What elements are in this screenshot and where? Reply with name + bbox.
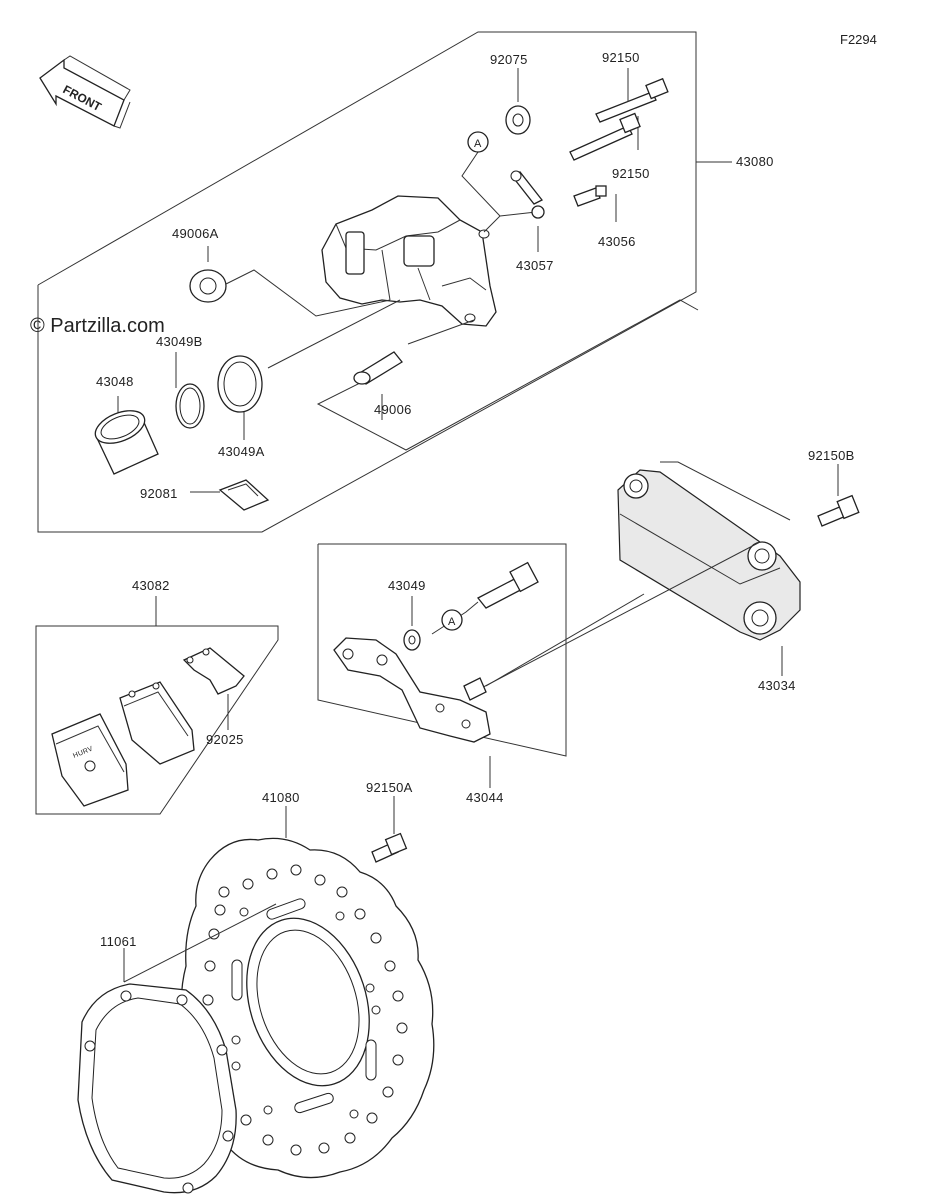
label-43049B: 43049B <box>156 334 203 349</box>
label-43049A: 43049A <box>218 444 265 459</box>
part-92075-seal <box>505 105 531 135</box>
part-49006-pin <box>353 351 403 385</box>
part-92150B-bolt <box>817 494 860 527</box>
part-43034-bracket <box>617 469 801 641</box>
diagram-ref: F2294 <box>840 32 877 47</box>
part-brake-pad-right <box>119 681 195 765</box>
part-43044-torque-arm <box>333 637 491 743</box>
svg-text:A: A <box>448 616 456 628</box>
label-43082: 43082 <box>132 578 170 593</box>
part-brake-pad-left: HURV <box>51 713 129 807</box>
label-49006A: 49006A <box>172 226 219 241</box>
label-43048: 43048 <box>96 374 134 389</box>
caliper-assembly-outline <box>37 31 697 533</box>
reference-a-lower: A <box>441 609 463 631</box>
label-92150-mid: 92150 <box>612 166 650 181</box>
label-43057: 43057 <box>516 258 554 273</box>
part-92025-spring <box>182 647 245 695</box>
part-92081-spring <box>218 479 270 511</box>
part-92150-bolt-mid <box>569 112 641 161</box>
bracket-assembly-outline <box>317 543 567 757</box>
watermark: © Partzilla.com <box>30 315 165 337</box>
part-43056-bleeder <box>573 185 607 207</box>
part-43057-link <box>510 170 545 219</box>
part-92150-bolt-top <box>595 77 669 123</box>
label-92150A: 92150A <box>366 780 413 795</box>
label-43034: 43034 <box>758 678 796 693</box>
part-43049A-seal <box>217 355 263 413</box>
part-92150A-bolt <box>371 832 408 863</box>
label-49006: 49006 <box>374 402 412 417</box>
label-92075: 92075 <box>490 52 528 67</box>
label-43044: 43044 <box>466 790 504 805</box>
part-49006A-boot <box>189 269 227 303</box>
label-92150B: 92150B <box>808 448 855 463</box>
label-41080: 41080 <box>262 790 300 805</box>
label-43049: 43049 <box>388 578 426 593</box>
label-92150-top: 92150 <box>602 50 640 65</box>
label-92081: 92081 <box>140 486 178 501</box>
part-43049-washer <box>403 629 421 651</box>
front-arrow-icon: FRONT <box>39 55 131 129</box>
label-43080: 43080 <box>736 154 774 169</box>
caliper-body <box>321 195 497 327</box>
part-43049B-ring <box>175 383 205 429</box>
label-11061: 11061 <box>100 934 137 949</box>
pad-set-outline <box>35 625 279 815</box>
reference-a-upper: A <box>467 131 489 153</box>
label-92025: 92025 <box>206 732 244 747</box>
part-43048-piston <box>94 410 159 475</box>
part-pin-sleeve <box>463 561 539 701</box>
label-43056: 43056 <box>598 234 636 249</box>
svg-text:A: A <box>474 138 482 150</box>
part-41080-disc <box>180 837 435 1179</box>
part-11061-gasket <box>77 983 237 1194</box>
